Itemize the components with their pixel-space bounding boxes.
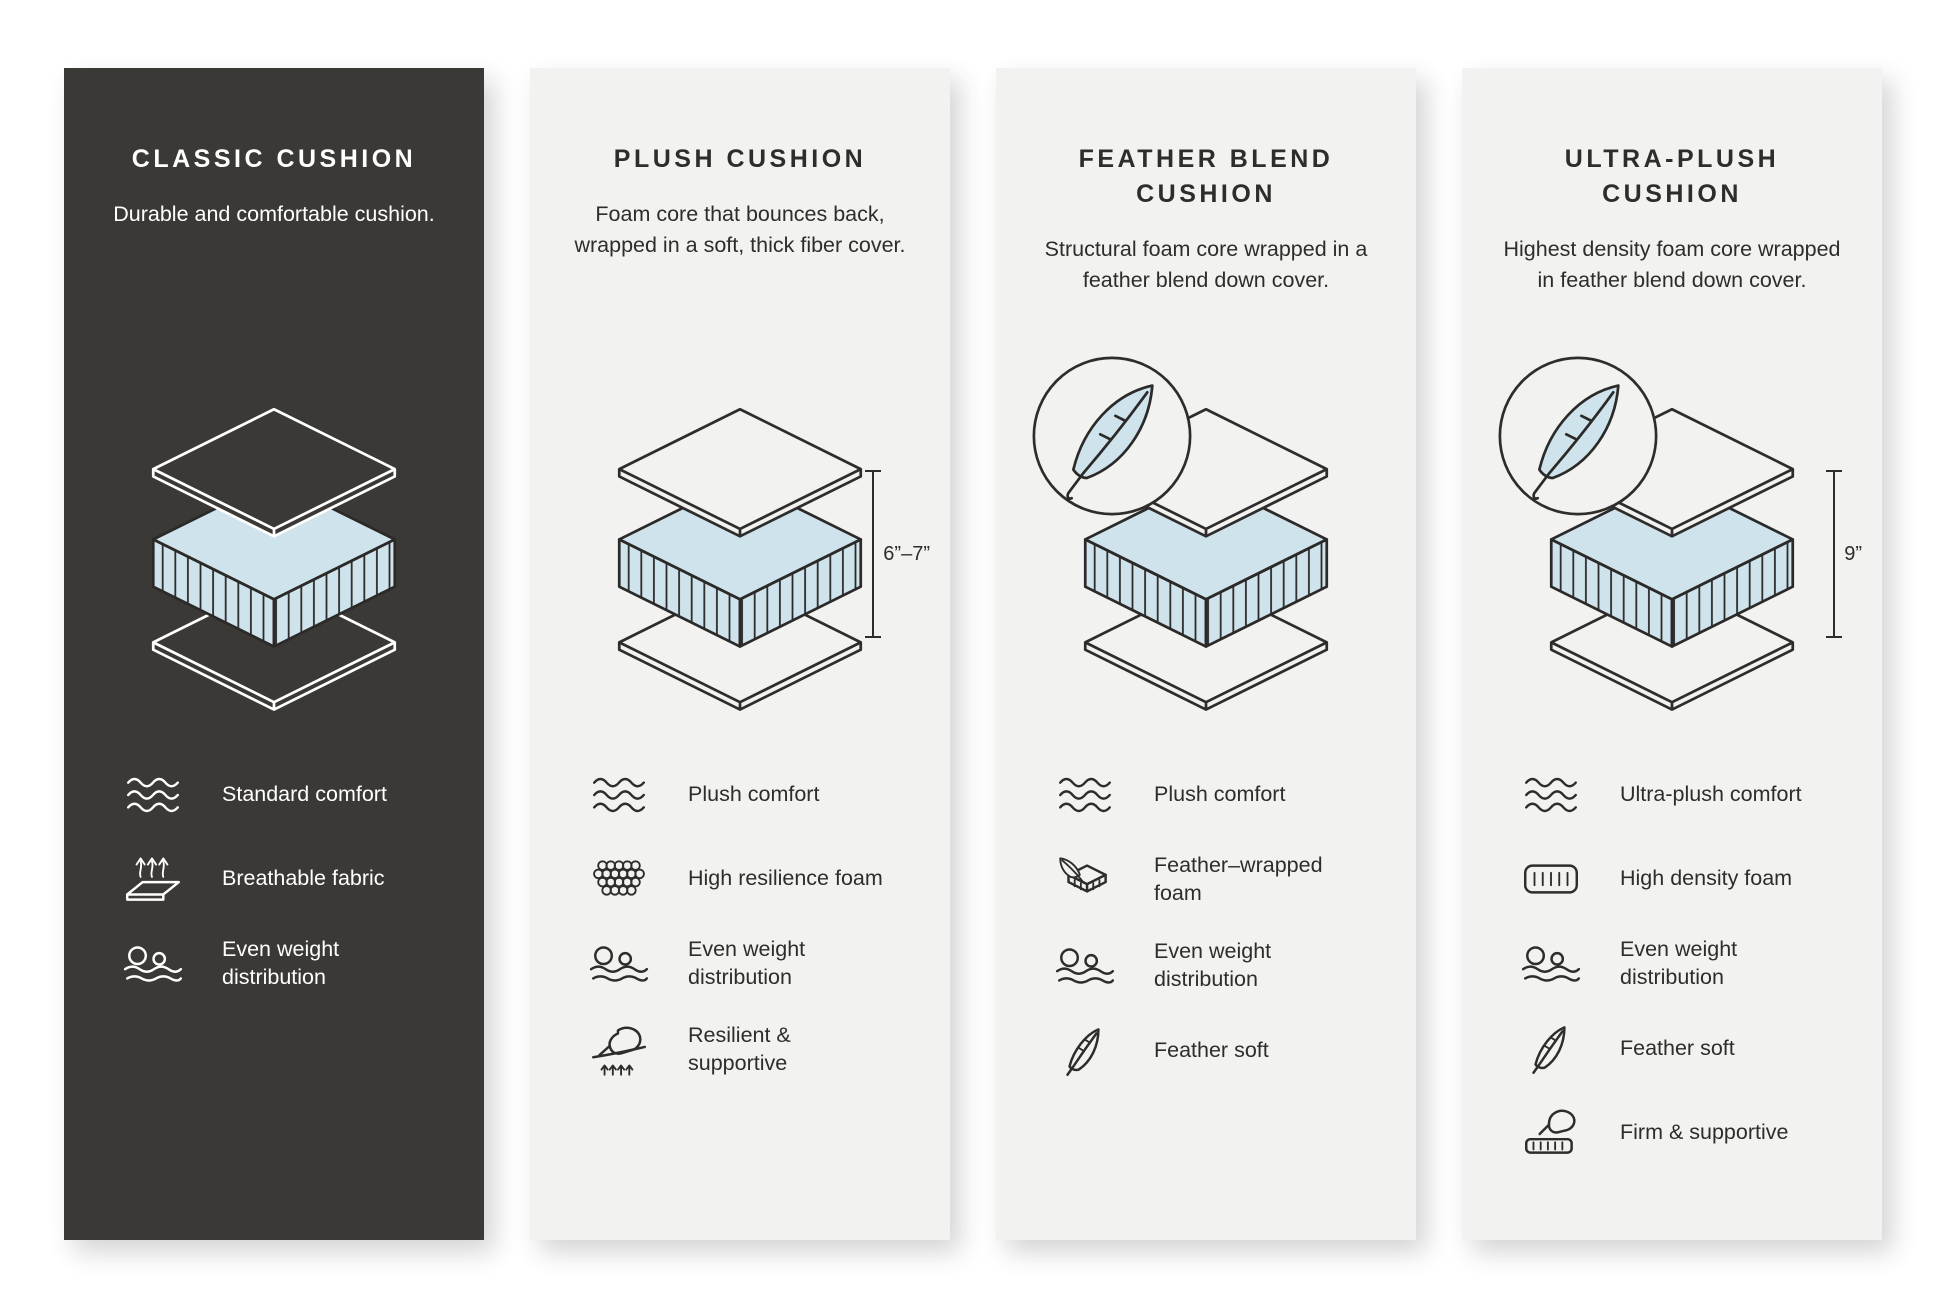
feature-row: Even weight distribution bbox=[120, 936, 450, 992]
feature-row: Plush comfort bbox=[586, 768, 916, 822]
panel-header: PLUSH CUSHION Foam core that bounces bac… bbox=[530, 68, 950, 261]
feather-badge bbox=[1028, 352, 1196, 520]
feature-label: Resilient & supportive bbox=[688, 1022, 791, 1075]
feature-list: Plush comfort Feather–wrapped foam bbox=[1030, 768, 1382, 1078]
feature-label: Even weight distribution bbox=[222, 937, 340, 989]
feature-row: Even weight distribution bbox=[1518, 936, 1848, 992]
feature-row: Even weight distribution bbox=[586, 936, 916, 992]
feature-row: Feather–wrapped foam bbox=[1052, 852, 1382, 908]
foam-core-layer bbox=[1549, 478, 1795, 648]
panel-title: PLUSH CUSHION bbox=[613, 145, 867, 173]
feature-label: Even weight distribution bbox=[1620, 937, 1738, 989]
top-cover-layer bbox=[151, 407, 397, 538]
firm-support-icon bbox=[1518, 1106, 1584, 1160]
top-cover-layer bbox=[617, 407, 863, 538]
feature-row: Feather soft bbox=[1518, 1022, 1848, 1076]
feature-label: Plush comfort bbox=[1154, 782, 1286, 807]
height-marker: 6”–7” bbox=[865, 470, 930, 638]
weight-distribution-icon bbox=[1518, 937, 1584, 991]
cushion-layers-icon bbox=[1083, 407, 1329, 711]
panel-title: CLASSIC CUSHION bbox=[131, 145, 417, 173]
feature-label: Ultra-plush comfort bbox=[1620, 782, 1802, 807]
breathable-fabric-icon bbox=[120, 852, 186, 906]
weight-distribution-icon bbox=[120, 937, 186, 991]
high-density-foam-icon bbox=[1518, 852, 1584, 906]
foam-core-layer bbox=[1083, 478, 1329, 648]
waves-icon bbox=[1052, 768, 1118, 822]
cushion-diagram bbox=[1030, 356, 1382, 766]
feature-label: Even weight distribution bbox=[688, 937, 806, 989]
feature-row: Plush comfort bbox=[1052, 768, 1382, 822]
hand-press-icon bbox=[586, 1023, 652, 1077]
feature-row: Ultra-plush comfort bbox=[1518, 768, 1848, 822]
cushion-layers-icon bbox=[151, 407, 397, 711]
panel-title: FEATHER BLEND CUSHION bbox=[1078, 145, 1334, 208]
panel-plush-cushion: PLUSH CUSHION Foam core that bounces bac… bbox=[530, 68, 950, 1240]
feature-row: Breathable fabric bbox=[120, 852, 450, 906]
panel-header: FEATHER BLEND CUSHION Structural foam co… bbox=[996, 68, 1416, 296]
foam-core-layer bbox=[617, 478, 863, 648]
feature-label: High resilience foam bbox=[688, 866, 883, 891]
feather-badge bbox=[1494, 352, 1662, 520]
waves-icon bbox=[120, 768, 186, 822]
height-marker-line bbox=[865, 470, 882, 638]
cushion-diagram: 6”–7” bbox=[564, 386, 930, 766]
panel-header: CLASSIC CUSHION Durable and comfortable … bbox=[64, 68, 484, 230]
feature-row: High density foam bbox=[1518, 852, 1848, 906]
feature-row: Feather soft bbox=[1052, 1024, 1382, 1078]
feature-label: Feather soft bbox=[1154, 1037, 1269, 1062]
weight-distribution-icon bbox=[1052, 939, 1118, 993]
height-label: 6”–7” bbox=[883, 542, 930, 565]
panel-classic-cushion: CLASSIC CUSHION Durable and comfortable … bbox=[64, 68, 484, 1240]
waves-icon bbox=[1518, 768, 1584, 822]
feature-row: High resilience foam bbox=[586, 852, 916, 906]
height-label: 9” bbox=[1844, 542, 1862, 565]
panel-description: Highest density foam core wrapped in fea… bbox=[1503, 237, 1841, 293]
feather-icon bbox=[1052, 1024, 1118, 1078]
cushion-layers-icon bbox=[617, 407, 863, 711]
panel-title: ULTRA-PLUSH CUSHION bbox=[1564, 145, 1780, 208]
waves-icon bbox=[586, 768, 652, 822]
panel-description: Structural foam core wrapped in a feathe… bbox=[1044, 237, 1368, 293]
feature-row: Firm & supportive bbox=[1518, 1106, 1848, 1160]
panel-feather-blend-cushion: FEATHER BLEND CUSHION Structural foam co… bbox=[996, 68, 1416, 1240]
feature-label: Feather–wrapped foam bbox=[1154, 853, 1323, 905]
cushion-diagram bbox=[98, 386, 450, 766]
weight-distribution-icon bbox=[586, 937, 652, 991]
feature-row: Standard comfort bbox=[120, 768, 450, 822]
resilience-foam-icon bbox=[586, 852, 652, 906]
feature-label: Feather soft bbox=[1620, 1035, 1735, 1060]
cushion-diagram: 9” bbox=[1496, 356, 1862, 766]
feather-icon bbox=[1518, 1022, 1584, 1076]
feature-row: Resilient & supportive bbox=[586, 1022, 916, 1078]
feature-label: Standard comfort bbox=[222, 782, 387, 807]
feature-list: Ultra-plush comfort High density foam Ev… bbox=[1496, 768, 1848, 1160]
panel-description: Foam core that bounces back, wrapped in … bbox=[574, 202, 906, 258]
feature-list: Standard comfort Breathable fabric bbox=[98, 768, 450, 992]
cushion-comparison-board: CLASSIC CUSHION Durable and comfortable … bbox=[64, 68, 1882, 1240]
feature-label: Plush comfort bbox=[688, 782, 820, 807]
feature-row: Even weight distribution bbox=[1052, 938, 1382, 994]
panel-header: ULTRA-PLUSH CUSHION Highest density foam… bbox=[1462, 68, 1882, 296]
foam-core-layer bbox=[151, 478, 397, 648]
feature-label: Firm & supportive bbox=[1620, 1119, 1789, 1144]
feature-label: Even weight distribution bbox=[1154, 938, 1272, 991]
height-marker: 9” bbox=[1826, 470, 1862, 638]
feather-wrapped-foam-icon bbox=[1052, 853, 1118, 907]
height-marker-line bbox=[1826, 470, 1843, 638]
panel-description: Durable and comfortable cushion. bbox=[113, 202, 435, 226]
panel-ultra-plush-cushion: ULTRA-PLUSH CUSHION Highest density foam… bbox=[1462, 68, 1882, 1240]
feature-label: Breathable fabric bbox=[222, 866, 385, 891]
feature-label: High density foam bbox=[1620, 866, 1793, 891]
feature-list: Plush comfort High resilience foam bbox=[564, 768, 916, 1078]
